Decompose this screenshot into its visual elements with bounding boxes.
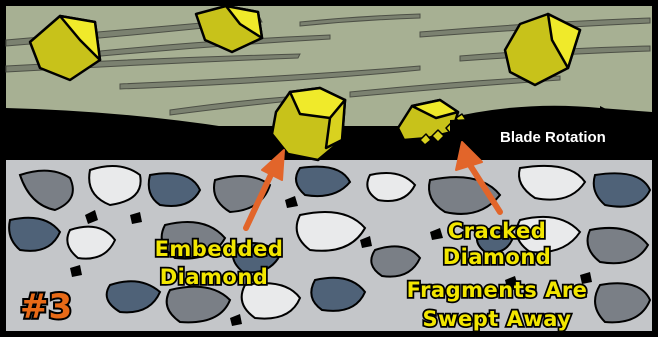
blade-rotation-label: Blade Rotation — [500, 129, 606, 146]
concrete-aggregate — [6, 160, 652, 331]
cracked-label-line4: Swept Away — [422, 307, 571, 331]
embedded-label-line1: Embedded — [155, 237, 284, 261]
cracked-label-line1: Cracked — [448, 219, 547, 243]
cracked-label-line2: Diamond — [443, 245, 552, 269]
step-number: #3 — [20, 287, 72, 327]
embedded-label-line2: Diamond — [160, 265, 269, 289]
cracked-label-line3: Fragments Are — [407, 278, 588, 302]
